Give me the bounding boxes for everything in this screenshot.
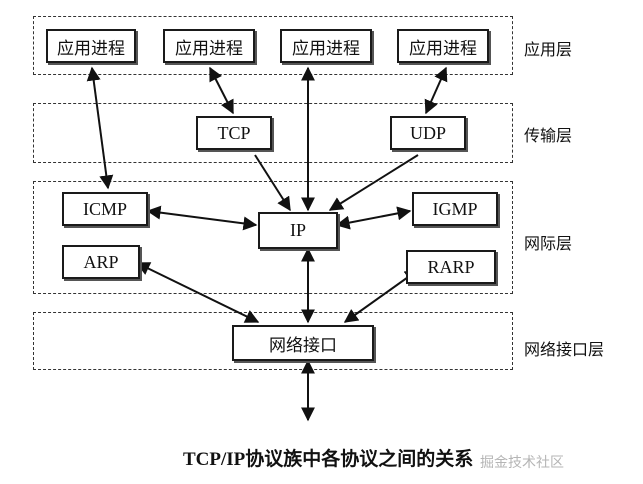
link-layer-label: 网络接口层 xyxy=(524,340,605,359)
diagram-caption: TCP/IP协议族中各协议之间的关系 xyxy=(183,449,474,470)
link-layer-frame xyxy=(33,312,513,370)
network-layer-label: 网际层 xyxy=(524,234,573,253)
app-process-box-3: 应用进程 xyxy=(280,29,372,63)
app-process-box-2: 应用进程 xyxy=(163,29,255,63)
application-layer-label: 应用层 xyxy=(524,40,573,59)
ip-box: IP xyxy=(258,212,338,249)
application-layer-frame xyxy=(33,16,513,75)
network-interface-box: 网络接口 xyxy=(232,325,374,361)
watermark: 掘金技术社区 xyxy=(480,455,564,471)
app-process-box-4: 应用进程 xyxy=(397,29,489,63)
rarp-box: RARP xyxy=(406,250,496,284)
tcp-box: TCP xyxy=(196,116,272,150)
icmp-box: ICMP xyxy=(62,192,148,226)
arp-box: ARP xyxy=(62,245,140,279)
app-process-box-1: 应用进程 xyxy=(46,29,136,63)
udp-box: UDP xyxy=(390,116,466,150)
igmp-box: IGMP xyxy=(412,192,498,226)
transport-layer-label: 传输层 xyxy=(524,126,573,145)
